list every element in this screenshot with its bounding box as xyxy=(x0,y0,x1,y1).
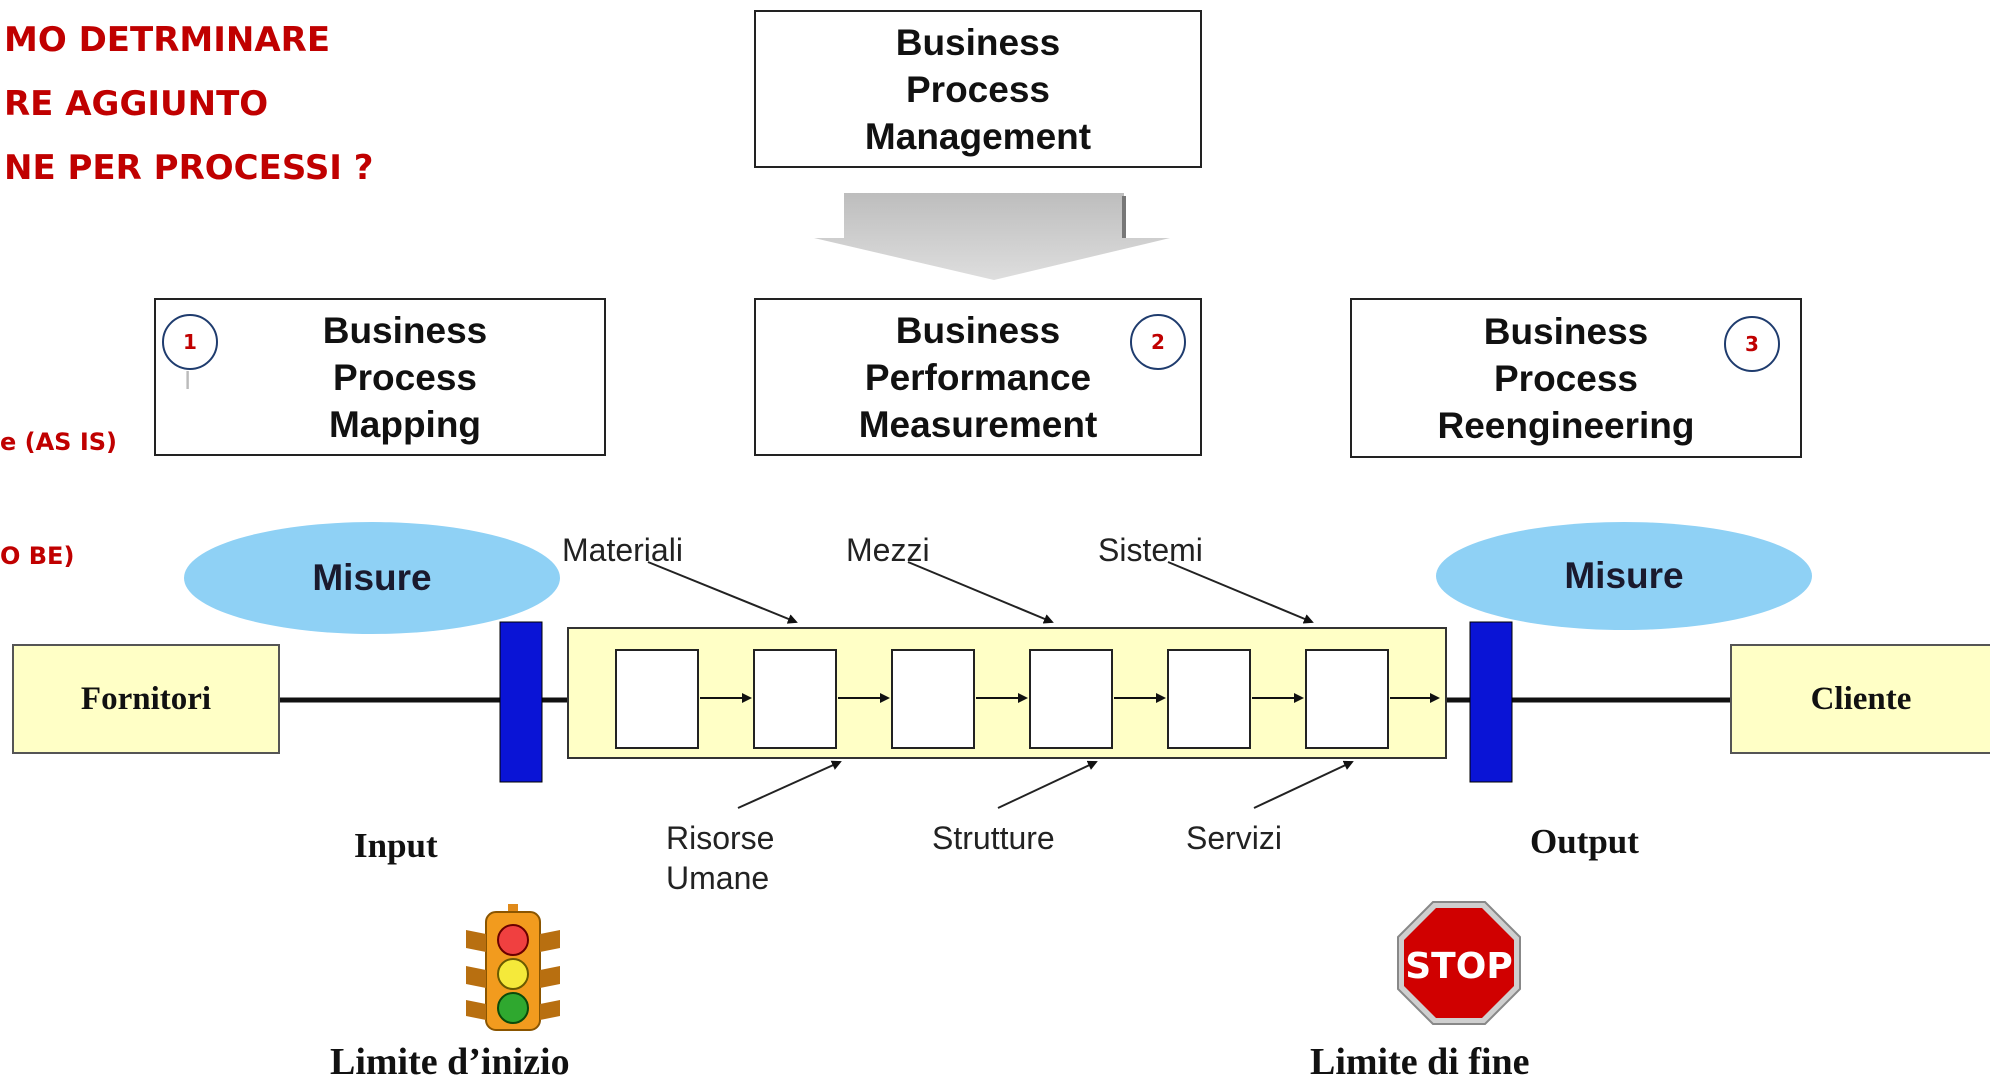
activity-box-2 xyxy=(753,649,837,749)
measures-left-label: Misure xyxy=(312,557,432,598)
step-badge-3: 3 xyxy=(1724,316,1780,372)
bpm-line-2: Process xyxy=(906,68,1050,110)
mapping-line-2: Process xyxy=(332,356,477,398)
reengineering-line-2: Process xyxy=(1494,357,1638,399)
heading-line-3: NE PER PROCESSI ? xyxy=(4,148,374,188)
input-label: Input xyxy=(354,826,438,865)
step-box-mapping: Business Process Mapping xyxy=(154,298,606,456)
activity-box-3 xyxy=(891,649,975,749)
stop-sign-icon: STOP xyxy=(1397,901,1521,1025)
output-label: Output xyxy=(1530,822,1639,861)
output-boundary xyxy=(1469,621,1513,783)
bpm-line-3: Management xyxy=(864,115,1092,157)
activity-box-6 xyxy=(1305,649,1389,749)
activity-box-5 xyxy=(1167,649,1251,749)
resource-hr-line-1: Risorse xyxy=(666,820,775,856)
heading-line-1: MO DETRMINARE xyxy=(4,20,331,60)
end-limit-label: Limite di fine xyxy=(1310,1041,1530,1083)
measures-ellipse-left: Misure xyxy=(184,522,560,634)
resource-systems: Sistemi xyxy=(1098,532,1203,568)
text-cursor-icon: I xyxy=(184,365,192,395)
stop-sign-text: STOP xyxy=(1405,946,1512,987)
traffic-light-icon xyxy=(466,904,560,1031)
down-arrow-icon xyxy=(814,193,1170,280)
resource-services: Servizi xyxy=(1186,820,1283,856)
step-box-measurement: Business Performance Measurement xyxy=(754,298,1202,456)
heading-line-2: RE AGGIUNTO xyxy=(4,84,269,124)
resource-materials: Materiali xyxy=(562,532,683,568)
bpm-box: Business Process Management xyxy=(754,10,1202,168)
step-badge-1: 1 xyxy=(162,314,218,370)
input-boundary xyxy=(499,621,543,783)
measures-right-label: Misure xyxy=(1564,555,1684,596)
customer-box: Cliente xyxy=(1730,644,1990,754)
resource-structures: Strutture xyxy=(932,820,1055,856)
reengineering-line-3: Reengineering xyxy=(1437,404,1695,446)
supplier-box: Fornitori xyxy=(12,644,280,754)
measurement-line-3: Measurement xyxy=(858,403,1098,445)
resource-hr-line-2: Umane xyxy=(666,860,770,896)
step-box-reengineering: Business Process Reengineering xyxy=(1350,298,1802,458)
mapping-line-3: Mapping xyxy=(328,403,482,445)
as-is-note: e (AS IS) xyxy=(0,428,117,456)
measures-ellipse-right: Misure xyxy=(1436,522,1812,630)
resource-means: Mezzi xyxy=(846,532,930,568)
activity-box-4 xyxy=(1029,649,1113,749)
activity-box-1 xyxy=(615,649,699,749)
step-badge-2: 2 xyxy=(1130,314,1186,370)
to-be-note: O BE) xyxy=(0,542,75,570)
measurement-line-2: Performance xyxy=(864,356,1092,398)
resource-hr: Risorse Umane xyxy=(666,818,774,898)
bpm-line-1: Business xyxy=(895,21,1061,63)
measurement-line-1: Business xyxy=(895,309,1061,351)
reengineering-line-1: Business xyxy=(1483,310,1649,352)
start-limit-label: Limite d’inizio xyxy=(330,1041,570,1083)
mapping-line-1: Business xyxy=(322,309,488,351)
